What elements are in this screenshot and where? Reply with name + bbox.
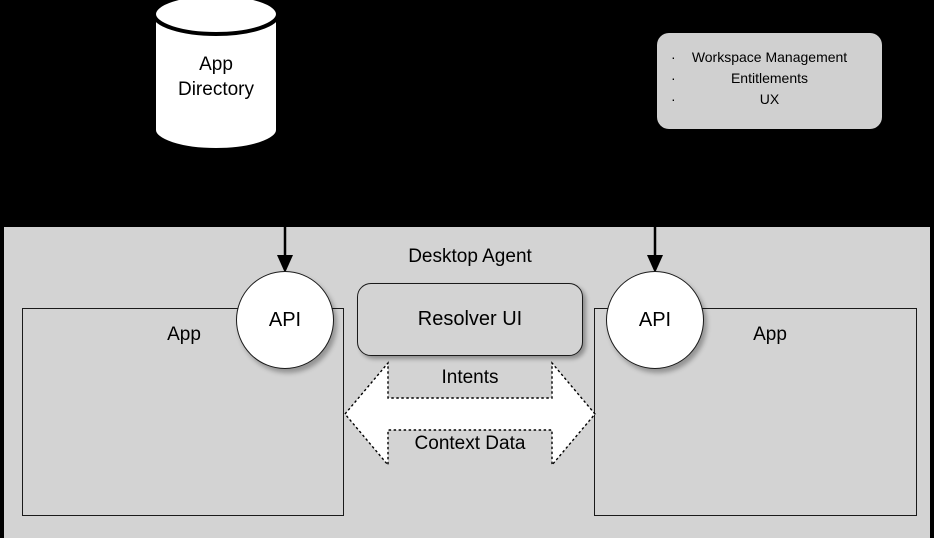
api-label-left: API [268, 308, 302, 331]
app-directory-label-line2: Directory [177, 79, 254, 100]
list-item: · Workspace Management [657, 47, 882, 68]
app-directory-label-line1: App [199, 54, 233, 75]
app-directory-cylinder-icon [152, 0, 280, 152]
api-circle-left: API [236, 271, 334, 369]
list-item-label: Workspace Management [691, 49, 848, 65]
capabilities-list: · Workspace Management · Entitlements · … [657, 33, 882, 110]
api-circle-right: API [606, 271, 704, 369]
desktop-agent-title: Desktop Agent [408, 246, 532, 267]
api-label-right: API [638, 308, 672, 331]
app-directory-label: App Directory [152, 52, 280, 102]
resolver-ui-label: Resolver UI [417, 308, 523, 330]
connector-notes-to-api-arrow-icon [647, 129, 663, 273]
capabilities-notes-box: · Workspace Management · Entitlements · … [657, 33, 882, 129]
app-label-right: App [753, 324, 787, 345]
bullet-icon: · [671, 49, 676, 65]
bullet-icon: · [671, 70, 676, 86]
list-item-label: UX [759, 91, 780, 107]
flow-label-context-data: Context Data [414, 433, 526, 454]
bullet-icon: · [671, 91, 676, 107]
flow-label-intents: Intents [441, 367, 499, 388]
resolver-ui-box[interactable]: Resolver UI [357, 283, 583, 356]
app-label-left: App [167, 324, 201, 345]
list-item-label: Entitlements [730, 70, 809, 86]
bidirectional-flow-arrow-icon [344, 361, 596, 467]
list-item: · UX [657, 89, 882, 110]
list-item: · Entitlements [657, 68, 882, 89]
connector-directory-to-api-arrow-icon [277, 152, 293, 273]
